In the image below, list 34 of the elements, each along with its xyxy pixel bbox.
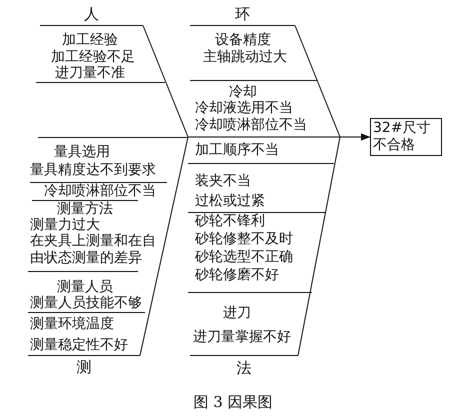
subcategory-label: 设备精度: [215, 32, 271, 48]
cause-label: 进刀量掌握不好: [193, 329, 291, 345]
cause-label: 测量环境温度: [30, 316, 114, 332]
subcategory-label: 测量方法: [57, 201, 113, 217]
category-heading: 测: [28, 355, 140, 378]
subcategory-label: 量具选用: [54, 144, 110, 160]
cause-label: 测量人员技能不够: [30, 295, 142, 311]
cause-label: 冷却喷淋部位不当: [44, 183, 156, 199]
cause-label: 过松或过紧: [195, 193, 265, 209]
cause-label: 砂轮修磨不好: [195, 267, 279, 283]
cause-label: 加工经验不足: [51, 49, 135, 65]
cause-label: 进刀量不准: [55, 65, 125, 81]
cause-label: 装夹不当: [195, 173, 251, 189]
cause-label: 砂轮选型不正确: [195, 249, 293, 265]
arrow: [298, 134, 370, 356]
cause-label: 加工顺序不当: [195, 142, 279, 158]
subcategory-label: 加工经验: [62, 32, 118, 48]
category-heading: 人: [40, 4, 143, 26]
cause-label: 量具精度达不到要求: [30, 162, 156, 178]
effect-box: 32#尺寸不合格: [370, 118, 442, 156]
cause-label: 砂轮不锋利: [195, 213, 265, 229]
cause-label: 砂轮修整不及时: [195, 231, 293, 247]
subcategory-label: 进刀: [223, 305, 251, 321]
cause-label: 冷却液选用不当: [195, 100, 293, 116]
category-heading: 环: [190, 4, 295, 26]
cause-label: 在夹具上测量和在自由状态测量的差异: [30, 233, 157, 267]
figure-caption: 图 3 因果图: [193, 394, 273, 410]
cause-label: 测量力过大: [30, 217, 100, 233]
cause-label: 测量稳定性不好: [30, 337, 128, 353]
cause-label: 主轴跳动过大: [203, 49, 287, 65]
cause-label: 冷却喷淋部位不当: [195, 117, 307, 133]
category-heading: 法: [190, 355, 298, 380]
subcategory-label: 测量人员: [57, 279, 113, 295]
subcategory-label: 冷却: [229, 84, 257, 100]
